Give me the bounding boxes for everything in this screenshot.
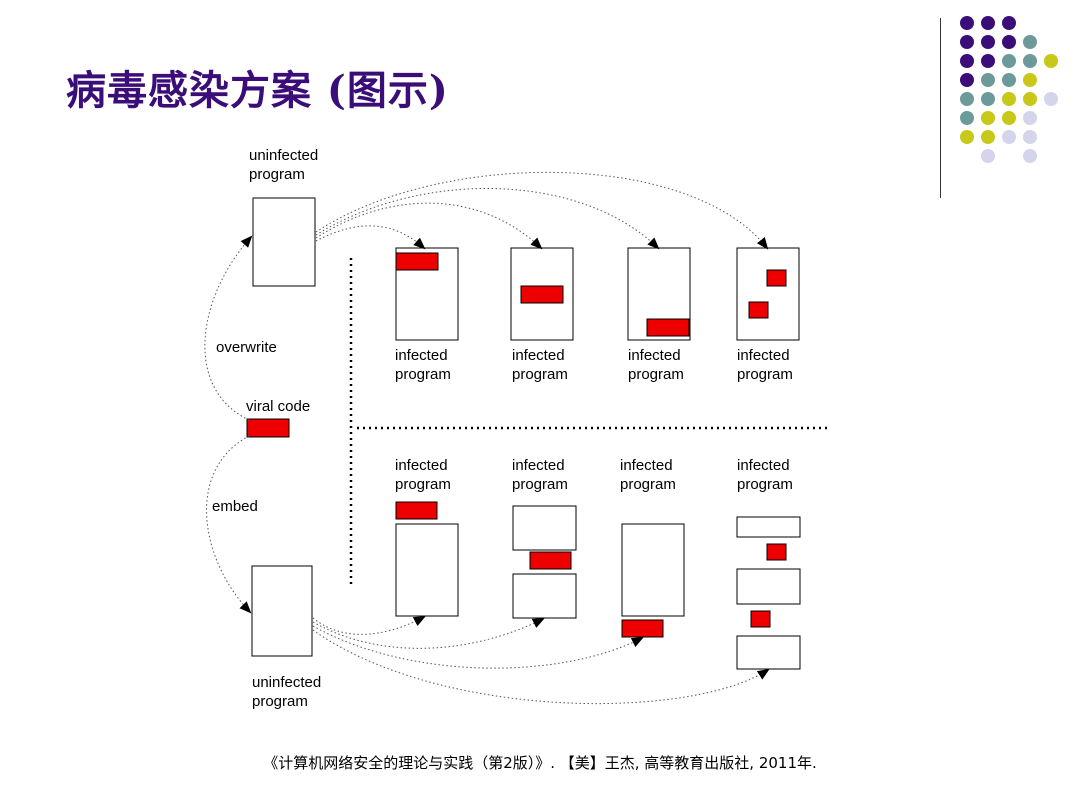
decorative-dot — [1002, 92, 1016, 106]
decorative-dot — [1044, 54, 1058, 68]
infected-top-4-virus-a — [766, 269, 787, 287]
arrow-top-4 — [315, 171, 769, 250]
infected-top-4-label: infected program — [737, 347, 793, 383]
decorative-dot — [981, 92, 995, 106]
infected-top-1-label: infected program — [395, 347, 451, 383]
infected-bottom-2-virus — [529, 551, 572, 570]
title-divider — [940, 18, 941, 198]
arrow-top-2 — [315, 202, 543, 250]
arrow-bottom-1 — [312, 616, 426, 635]
infected-top-2-label: infected program — [512, 347, 568, 383]
infected-top-3-virus — [646, 318, 690, 337]
decorative-dot — [1002, 130, 1016, 144]
decorative-dot — [960, 54, 974, 68]
infected-top-1-virus — [395, 252, 439, 271]
infected-bottom-2-box-a — [512, 505, 577, 551]
arrow-bottom-4 — [312, 629, 770, 705]
decorative-dot — [960, 16, 974, 30]
arrow-top-3 — [315, 188, 660, 250]
arrow-bottom-2 — [312, 618, 545, 649]
uninfected-program-top-box — [252, 197, 316, 287]
infected-bottom-2-label: infected program — [512, 457, 568, 493]
infected-bottom-4-box-a — [736, 516, 801, 538]
decorative-dot — [1023, 92, 1037, 106]
infected-bottom-1-virus — [395, 501, 438, 520]
decorative-dot — [981, 35, 995, 49]
infected-bottom-4-box-c — [736, 635, 801, 670]
decorative-dot — [1023, 111, 1037, 125]
infected-bottom-3-virus — [621, 619, 664, 638]
decorative-dot — [1023, 73, 1037, 87]
infected-top-4-virus-b — [748, 301, 769, 319]
arrow-top-1 — [315, 225, 426, 250]
decorative-dot — [1023, 54, 1037, 68]
infected-bottom-2-box-b — [512, 573, 577, 619]
decorative-dot — [981, 54, 995, 68]
embed-label: embed — [212, 498, 258, 515]
decorative-dot — [1002, 111, 1016, 125]
decorative-dot — [1002, 35, 1016, 49]
infected-bottom-1-box — [395, 523, 459, 617]
decorative-dot — [1002, 16, 1016, 30]
viral-code-label: viral code — [246, 398, 311, 415]
decorative-dot — [1023, 130, 1037, 144]
uninfected-program-bottom-box — [251, 565, 313, 657]
arrow-bottom-3 — [312, 625, 644, 669]
infected-bottom-3-label: infected program — [620, 457, 676, 493]
infected-bottom-4-box-b — [736, 568, 801, 605]
decorative-dot — [981, 149, 995, 163]
uninfected-program-top-label: uninfected program — [249, 147, 319, 183]
decorative-dot — [1023, 149, 1037, 163]
decorative-dot — [1023, 35, 1037, 49]
decorative-dot — [981, 73, 995, 87]
decorative-dot — [960, 111, 974, 125]
infected-bottom-4-virus-b — [750, 610, 771, 628]
decorative-dot — [1002, 73, 1016, 87]
infected-bottom-3-box — [621, 523, 685, 617]
decorative-dot — [960, 35, 974, 49]
infected-top-4-box — [736, 247, 800, 341]
decorative-dot — [1002, 54, 1016, 68]
infected-bottom-1-label: infected program — [395, 457, 451, 493]
overwrite-arrow — [204, 235, 253, 421]
overwrite-label: overwrite — [216, 339, 277, 356]
viral-code-block — [246, 418, 290, 438]
slide-title: 病毒感染方案 (图示) — [66, 67, 449, 114]
decorative-dot — [981, 16, 995, 30]
decorative-dot-grid — [960, 16, 1060, 176]
decorative-dot — [1044, 92, 1058, 106]
embed-arrow — [206, 435, 252, 614]
source-citation: 《计算机网络安全的理论与实践（第2版）》. 【美】王杰, 高等教育出版社, 20… — [263, 754, 817, 772]
decorative-dot — [960, 92, 974, 106]
infected-bottom-4-label: infected program — [737, 457, 793, 493]
decorative-dot — [981, 111, 995, 125]
decorative-dot — [981, 130, 995, 144]
uninfected-program-bottom-label: uninfected program — [252, 674, 322, 710]
decorative-dot — [960, 130, 974, 144]
infected-top-3-label: infected program — [628, 347, 684, 383]
infected-bottom-4-virus-a — [766, 543, 787, 561]
decorative-dot — [960, 73, 974, 87]
infected-top-2-virus — [520, 285, 564, 304]
